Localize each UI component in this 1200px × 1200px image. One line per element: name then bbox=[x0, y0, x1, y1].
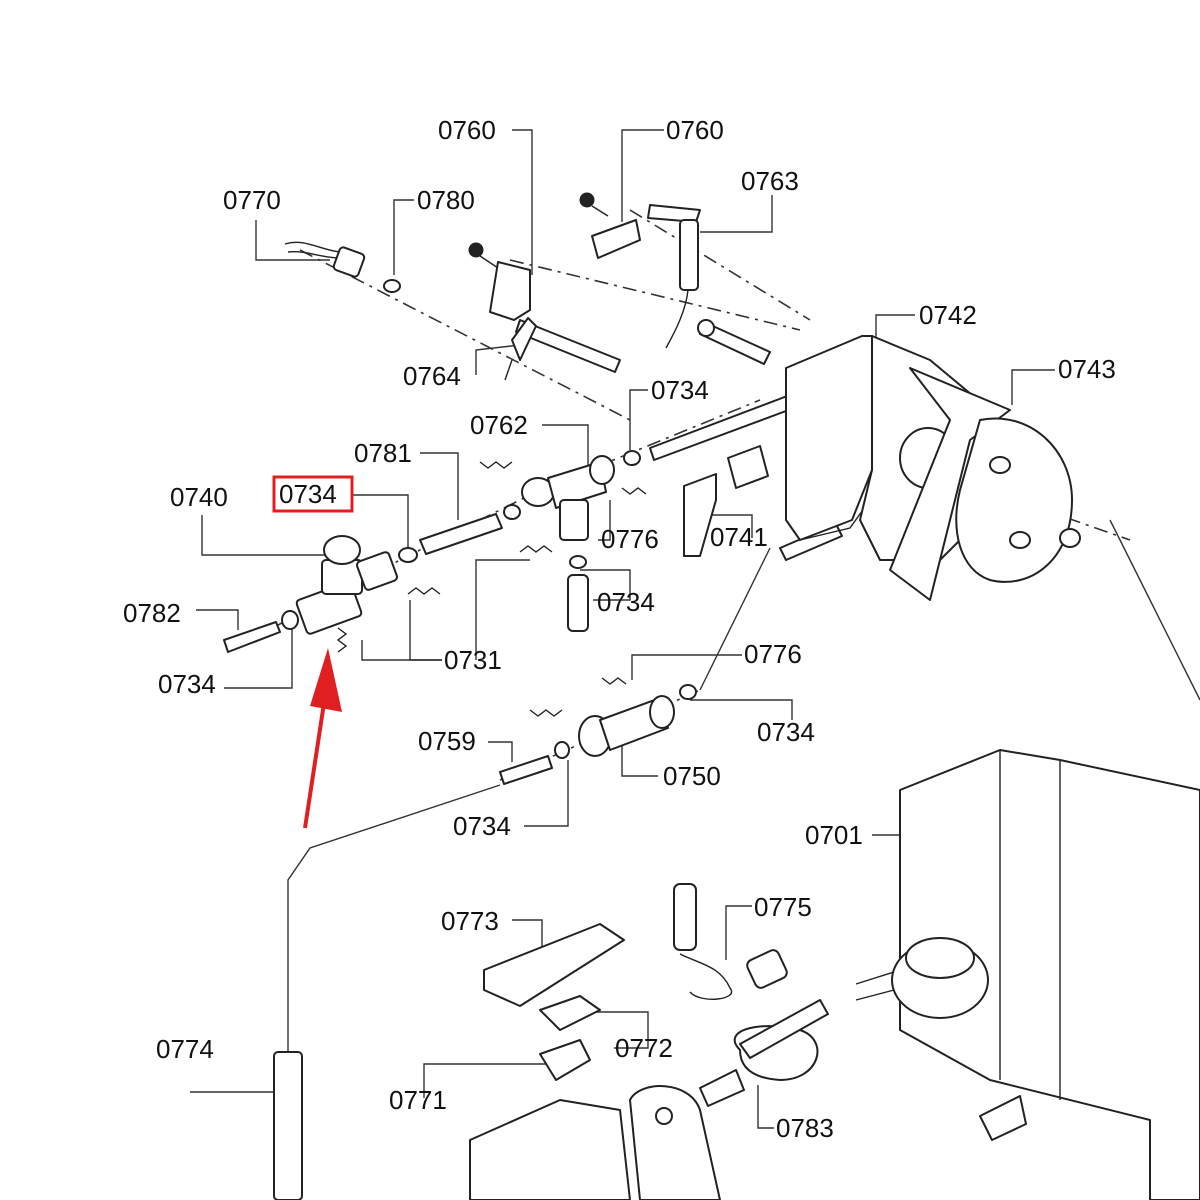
label-0701: 0701 bbox=[805, 820, 863, 850]
top-parts bbox=[284, 192, 771, 381]
label-0734-d: 0734 bbox=[757, 717, 815, 747]
label-0750: 0750 bbox=[663, 761, 721, 791]
label-0781: 0781 bbox=[354, 438, 412, 468]
label-0776-a: 0776 bbox=[601, 524, 659, 554]
red-arrow-head-icon bbox=[310, 648, 342, 712]
leader-lines bbox=[190, 129, 1200, 1129]
label-0734-a: 0734 bbox=[651, 375, 709, 405]
label-0776-b: 0776 bbox=[744, 639, 802, 669]
label-0743: 0743 bbox=[1058, 354, 1116, 384]
label-0762: 0762 bbox=[470, 410, 528, 440]
label-0760-a: 0760 bbox=[438, 115, 496, 145]
housing-parts bbox=[683, 335, 1081, 601]
label-0742: 0742 bbox=[919, 300, 977, 330]
label-0774: 0774 bbox=[156, 1034, 214, 1064]
label-0763: 0763 bbox=[741, 166, 799, 196]
label-0764: 0764 bbox=[403, 361, 461, 391]
label-0775: 0775 bbox=[754, 892, 812, 922]
label-0734-b: 0734 bbox=[597, 587, 655, 617]
label-0780: 0780 bbox=[417, 185, 475, 215]
label-0734-c: 0734 bbox=[158, 669, 216, 699]
label-0760-b: 0760 bbox=[666, 115, 724, 145]
label-0759: 0759 bbox=[418, 726, 476, 756]
label-0773: 0773 bbox=[441, 906, 499, 936]
red-arrow bbox=[303, 648, 342, 829]
lower-body-parts bbox=[273, 749, 1200, 1200]
label-0734-e: 0734 bbox=[453, 811, 511, 841]
label-0740: 0740 bbox=[170, 482, 228, 512]
label-0783: 0783 bbox=[776, 1113, 834, 1143]
label-0731: 0731 bbox=[444, 645, 502, 675]
label-0782: 0782 bbox=[123, 598, 181, 628]
callout-labels: 0760 0760 0763 0770 0780 0764 0742 0734 … bbox=[123, 115, 1116, 1143]
label-0772: 0772 bbox=[615, 1033, 673, 1063]
highlight-box bbox=[272, 475, 354, 513]
red-arrow-shaft bbox=[303, 689, 328, 829]
label-0741: 0741 bbox=[710, 522, 768, 552]
label-0770: 0770 bbox=[223, 185, 281, 215]
label-0734-highlighted: 0734 bbox=[279, 479, 337, 509]
label-0771: 0771 bbox=[389, 1085, 447, 1115]
valve-cluster bbox=[223, 394, 843, 653]
lower-tube-parts bbox=[499, 677, 697, 785]
